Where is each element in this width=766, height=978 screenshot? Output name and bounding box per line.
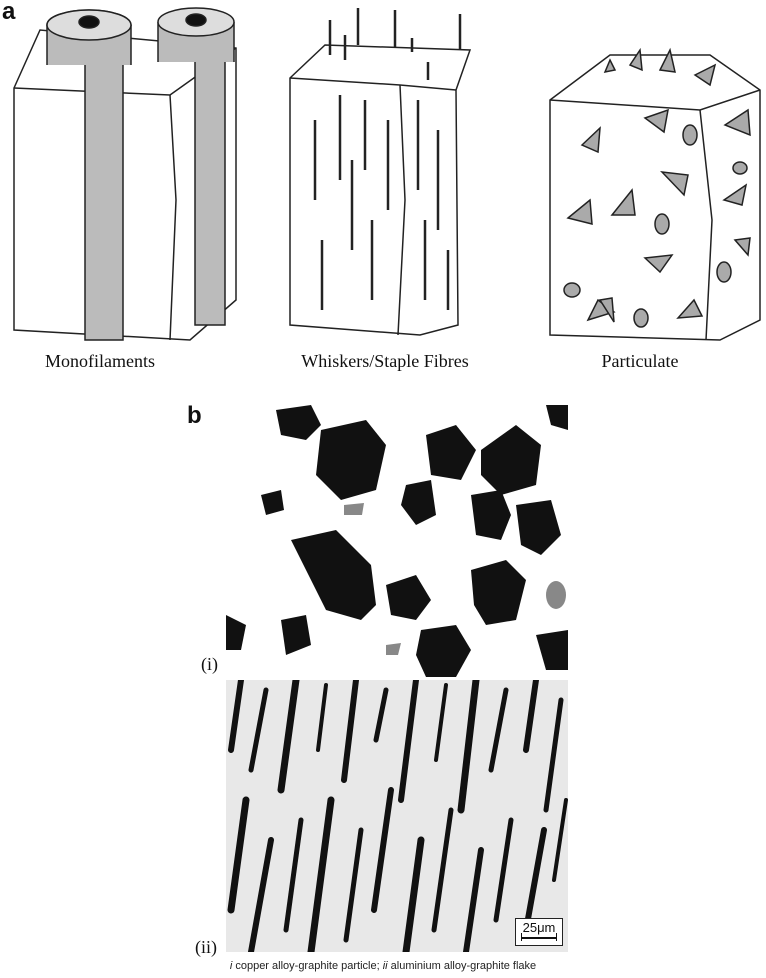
panel-a-drawings xyxy=(0,0,766,400)
sub-label-ii: (ii) xyxy=(195,938,217,956)
caption-monofilaments: Monofilaments xyxy=(0,352,200,370)
figure-footnote: i copper alloy-graphite particle; ii alu… xyxy=(0,960,766,972)
micrograph-copper-graphite xyxy=(226,405,568,677)
sub-label-i: (i) xyxy=(201,655,218,673)
micrograph-aluminium-graphite: 25μm xyxy=(226,680,568,952)
whiskers-drawing xyxy=(290,8,470,335)
footnote-i-text: copper alloy-graphite particle; xyxy=(232,960,382,972)
particulate-drawing xyxy=(550,50,760,340)
caption-particulate: Particulate xyxy=(560,352,720,370)
footnote-ii-text: aluminium alloy-graphite flake xyxy=(388,960,537,972)
panel-letter-b: b xyxy=(187,404,202,428)
scale-bar: 25μm xyxy=(515,918,563,946)
caption-whiskers: Whiskers/Staple Fibres xyxy=(270,352,500,370)
monofilaments-drawing xyxy=(14,8,236,340)
